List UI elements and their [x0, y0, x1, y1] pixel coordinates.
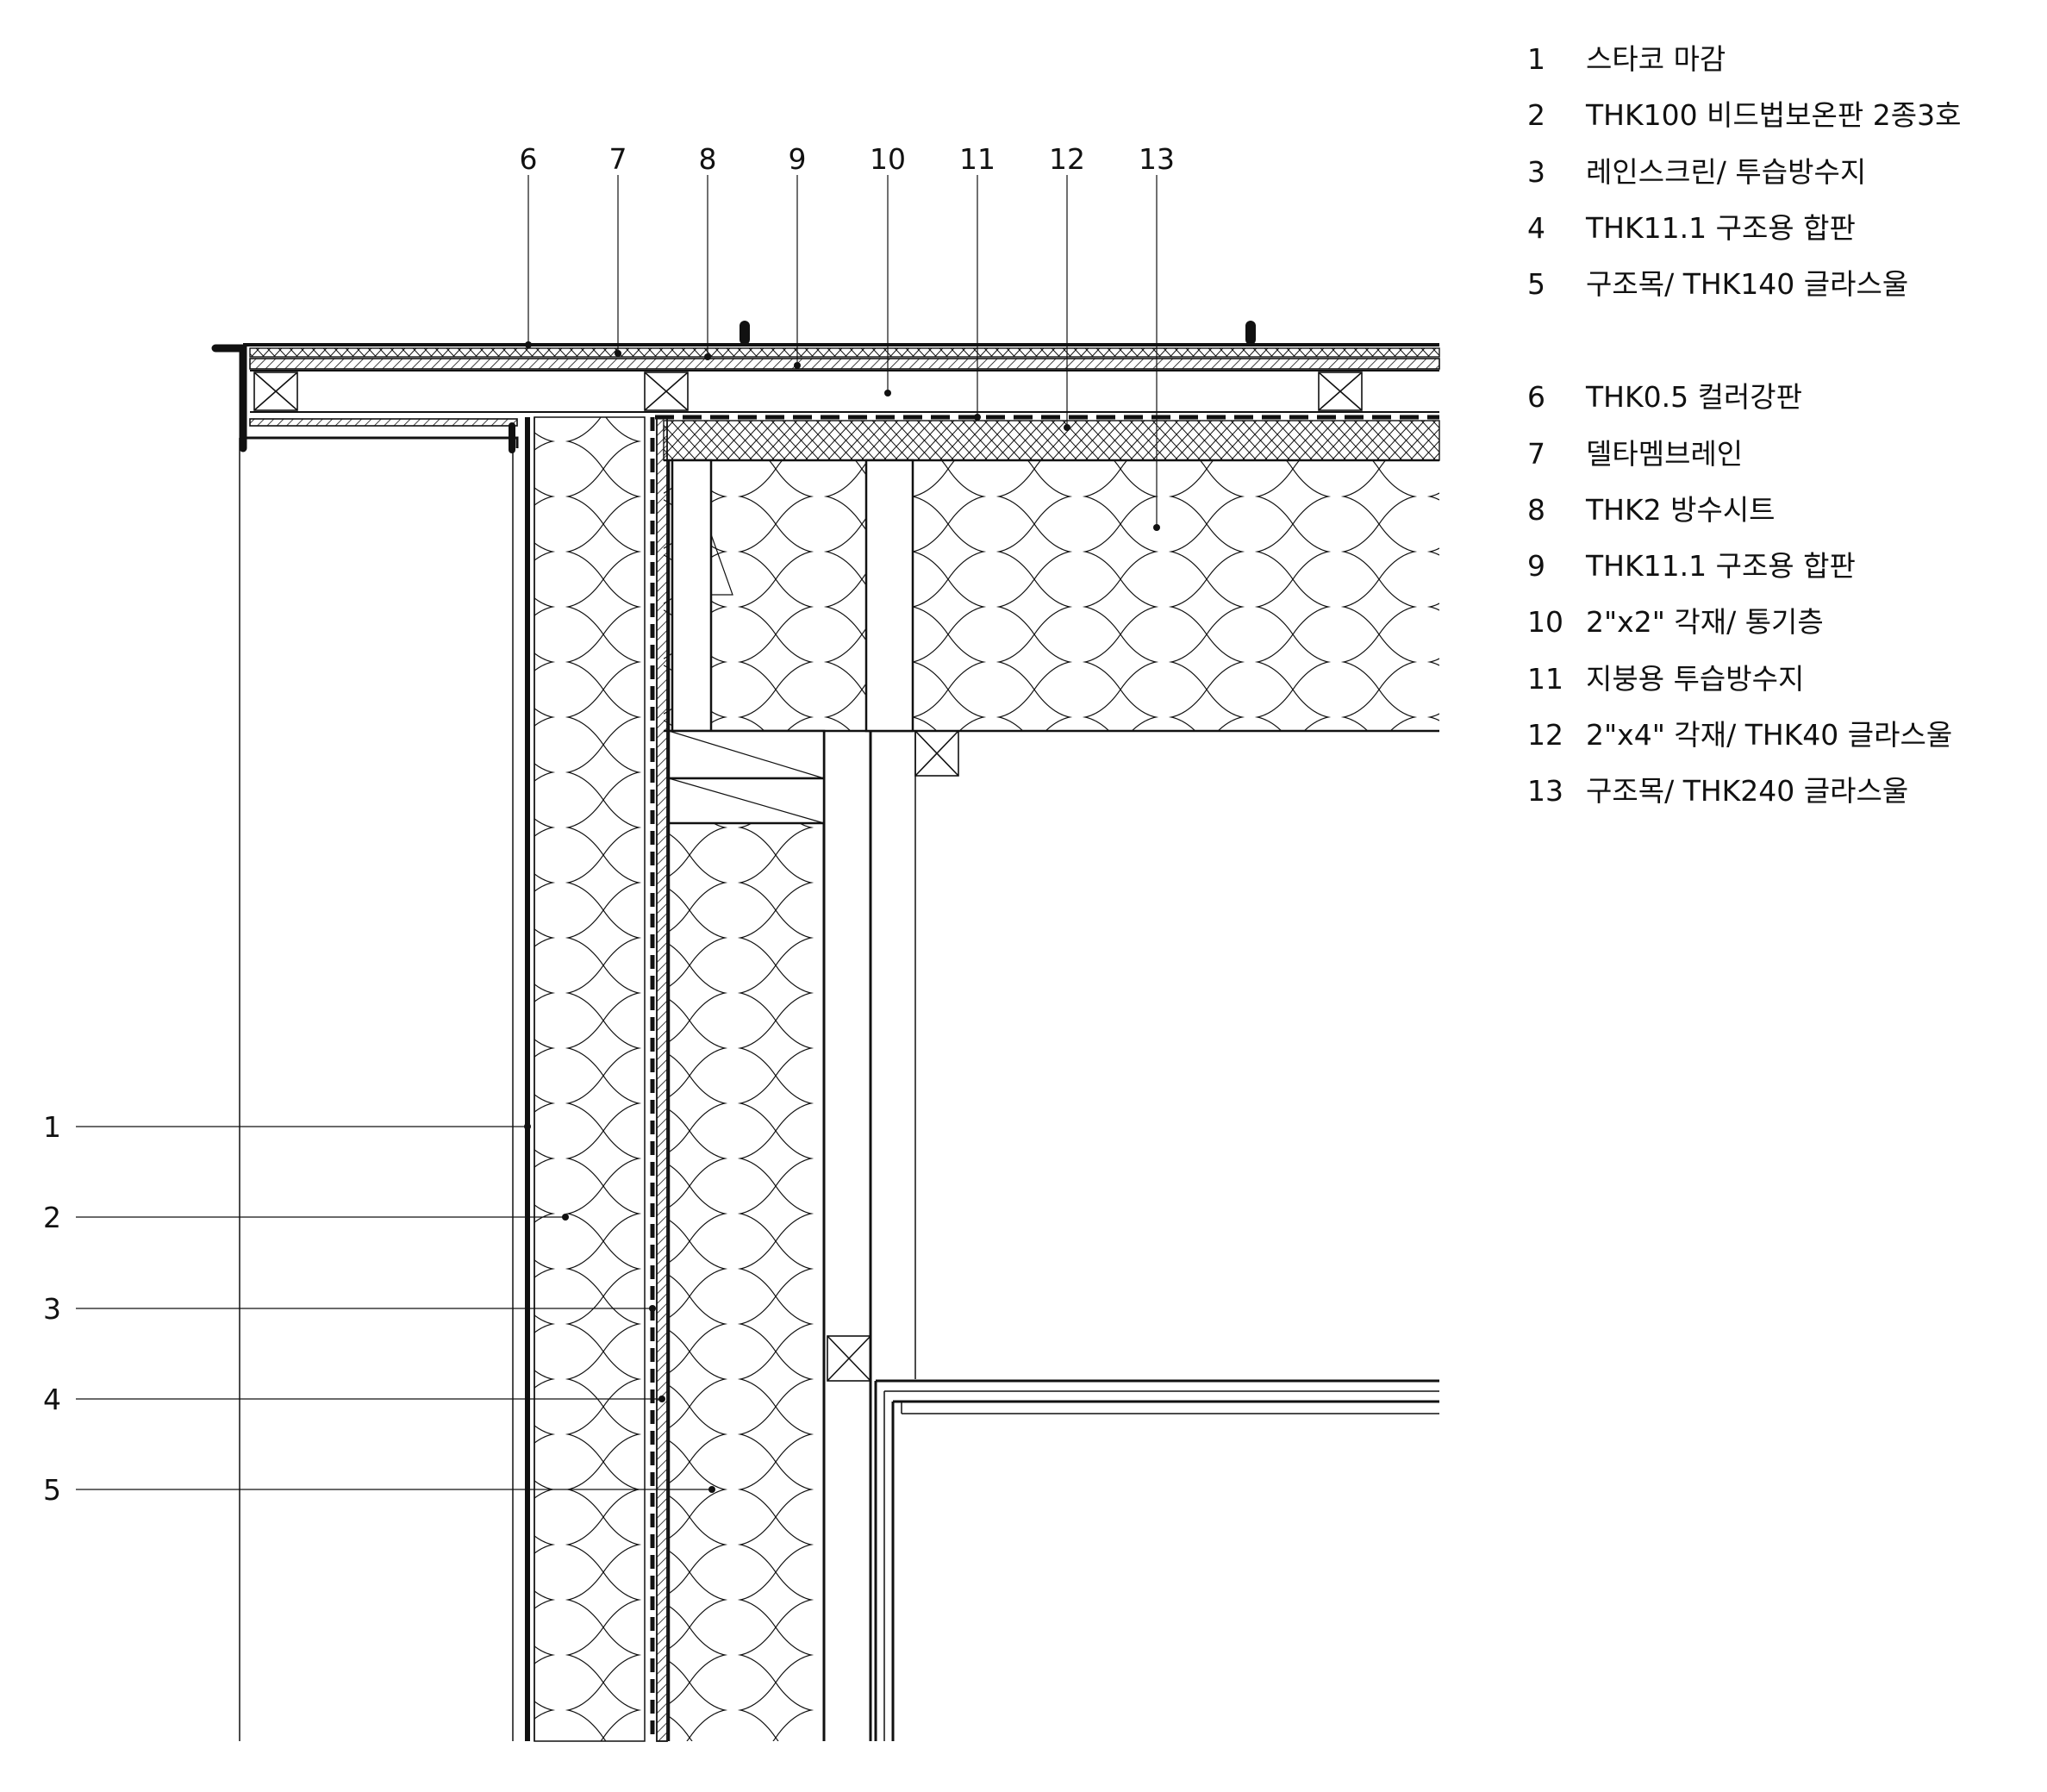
callout-numbers-top: 6 7 8 9 10 11 12 13 — [520, 142, 1176, 176]
legend-item: 12 2"x4" 각재/ THK40 글라스울 — [1527, 718, 1952, 752]
legend-text: THK2 방수시트 — [1585, 493, 1776, 527]
legend-text: THK11.1 구조용 합판 — [1585, 211, 1856, 245]
legend-num: 4 — [1527, 211, 1545, 245]
legend-num: 1 — [1527, 42, 1545, 76]
legend-num: 9 — [1527, 549, 1545, 583]
callout-12: 12 — [1049, 142, 1085, 176]
wall-eps-board — [534, 416, 646, 1742]
legend-item: 2 THK100 비드법보온판 2종3호 — [1527, 98, 1961, 132]
legend-item: 3 레인스크린/ 투습방수지 — [1527, 155, 1866, 189]
legend-text: 레인스크린/ 투습방수지 — [1586, 155, 1866, 189]
callout-10: 10 — [870, 142, 906, 176]
legend-text: 구조목/ THK240 글라스울 — [1586, 774, 1908, 808]
callout-4: 4 — [43, 1383, 61, 1416]
legend-num: 13 — [1527, 774, 1563, 808]
legend-num: 7 — [1527, 437, 1545, 471]
legend-item: 10 2"x2" 각재/ 통기층 — [1527, 605, 1824, 639]
legend-item: 1 스타코 마감 — [1527, 42, 1726, 76]
eave-fascia — [211, 344, 519, 453]
legend-text: 구조목/ THK140 글라스울 — [1586, 267, 1908, 301]
legend-num: 5 — [1527, 267, 1545, 301]
legend-text: 2"x2" 각재/ 통기층 — [1586, 605, 1824, 639]
roof-membrane-band — [249, 347, 1440, 358]
wall-glasswool — [669, 823, 824, 1741]
roof-battens — [253, 372, 1363, 411]
callout-11: 11 — [959, 142, 995, 176]
wall-plywood — [656, 416, 668, 1742]
legend-num: 6 — [1527, 380, 1545, 414]
legend-num: 8 — [1527, 493, 1545, 527]
callout-numbers-left: 1 2 3 4 5 — [43, 1110, 61, 1507]
legend-text: THK100 비드법보온판 2종3호 — [1585, 98, 1961, 132]
legend-item: 13 구조목/ THK240 글라스울 — [1527, 774, 1908, 808]
legend-num: 10 — [1527, 605, 1563, 639]
legend-item: 5 구조목/ THK140 글라스울 — [1527, 267, 1908, 301]
legend-num: 12 — [1527, 718, 1563, 752]
legend-text: THK11.1 구조용 합판 — [1585, 549, 1856, 583]
legend-item: 11 지붕용 투습방수지 — [1527, 662, 1804, 696]
legend: 1 스타코 마감 2 THK100 비드법보온판 2종3호 3 레인스크린/ 투… — [1527, 42, 1961, 808]
callout-9: 9 — [789, 142, 807, 176]
legend-num: 2 — [1527, 98, 1545, 132]
legend-item: 9 THK11.1 구조용 합판 — [1527, 549, 1856, 583]
legend-item: 6 THK0.5 컬러강판 — [1527, 380, 1802, 414]
callout-3: 3 — [43, 1292, 61, 1326]
callout-13: 13 — [1139, 142, 1175, 176]
callout-7: 7 — [609, 142, 627, 176]
callout-leaders — [76, 175, 1158, 1490]
roof-glasswool-zone — [664, 460, 1439, 731]
callout-5: 5 — [43, 1473, 61, 1507]
roof-assembly — [243, 321, 1440, 777]
legend-text: 2"x4" 각재/ THK40 글라스울 — [1586, 718, 1952, 752]
roof-sheathing — [249, 358, 1440, 370]
callout-dots — [524, 341, 1160, 1493]
legend-num: 11 — [1527, 662, 1563, 696]
legend-text: 지붕용 투습방수지 — [1586, 662, 1804, 696]
legend-num: 3 — [1527, 155, 1545, 189]
callout-1: 1 — [43, 1110, 61, 1144]
roof-2x4-insulation — [663, 420, 1440, 461]
legend-text: THK0.5 컬러강판 — [1585, 380, 1802, 414]
wall-assembly — [239, 416, 1439, 1742]
legend-item: 8 THK2 방수시트 — [1527, 493, 1776, 527]
legend-text: 스타코 마감 — [1586, 42, 1726, 76]
callout-2: 2 — [43, 1201, 61, 1234]
callout-8: 8 — [699, 142, 717, 176]
legend-item: 7 델타멤브레인 — [1527, 437, 1743, 471]
callout-6: 6 — [520, 142, 538, 176]
legend-item: 4 THK11.1 구조용 합판 — [1527, 211, 1856, 245]
legend-text: 델타멤브레인 — [1586, 437, 1743, 471]
